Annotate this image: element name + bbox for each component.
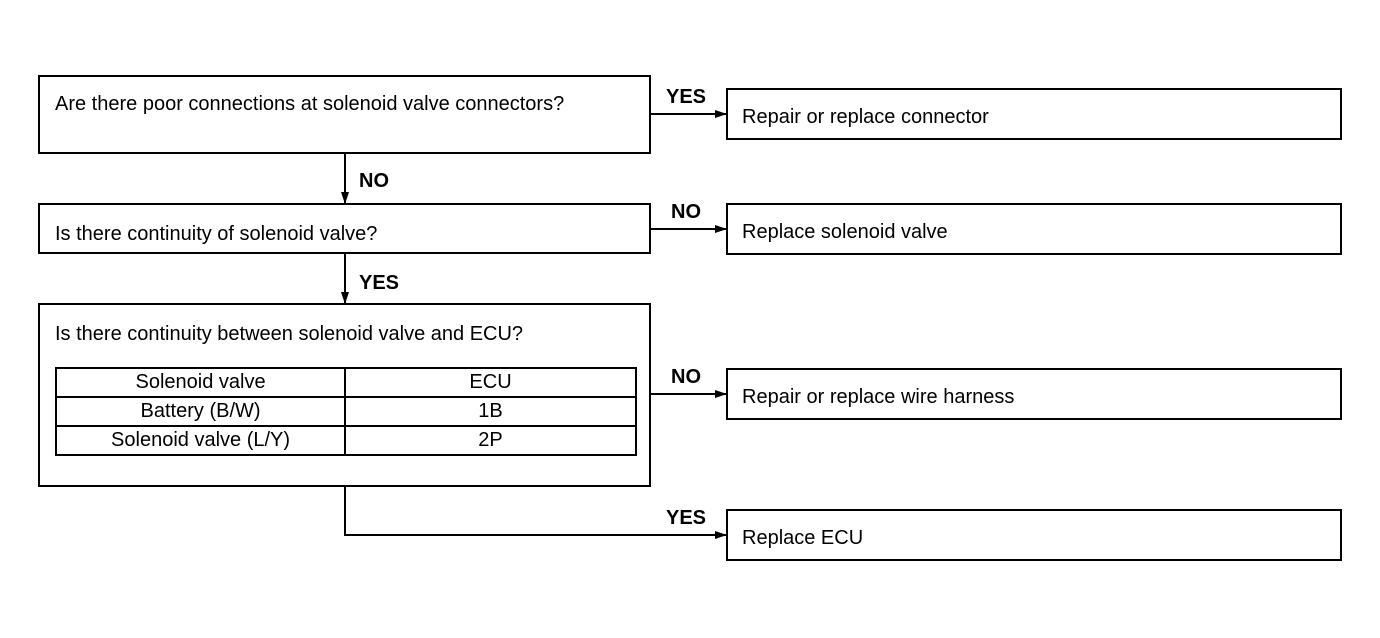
action-box-1 (726, 88, 1342, 140)
table-row: Battery (B/W) 1B (54, 396, 637, 427)
label-q3-yes: YES (666, 507, 707, 529)
question-box-1 (38, 75, 651, 154)
label-q1-yes: YES (666, 86, 707, 108)
table-header-cell: ECU (344, 367, 637, 398)
table-cell: Solenoid valve (L/Y) (54, 425, 347, 456)
table-cell: 1B (344, 396, 637, 427)
question-text-3: Is there continuity between solenoid val… (55, 323, 524, 345)
label-q3-no: NO (671, 366, 701, 388)
table-header-row: Solenoid valve ECU (54, 367, 637, 398)
table-cell: Battery (B/W) (54, 396, 347, 427)
action-text-1: Repair or replace connector (742, 106, 989, 128)
question-text-2: Is there continuity of solenoid valve? (55, 223, 378, 245)
table-header-cell: Solenoid valve (54, 367, 347, 398)
table-cell: 2P (344, 425, 637, 456)
question-box-2 (38, 203, 651, 254)
label-q2-no: NO (671, 201, 701, 223)
arrow-q3-yes (344, 486, 727, 539)
label-q2-yes: YES (359, 272, 400, 294)
action-box-4 (726, 509, 1342, 561)
action-text-4: Replace ECU (742, 527, 864, 549)
table-row: Solenoid valve (L/Y) 2P (54, 425, 637, 456)
continuity-table: Solenoid valve ECU Battery (B/W) 1B Sole… (54, 367, 637, 456)
action-box-2 (726, 203, 1342, 255)
question-text-1: Are there poor connections at solenoid v… (55, 93, 565, 115)
action-text-3: Repair or replace wire harness (742, 386, 1015, 408)
label-q1-no: NO (359, 170, 389, 192)
action-box-3 (726, 368, 1342, 420)
action-text-2: Replace solenoid valve (742, 221, 948, 243)
